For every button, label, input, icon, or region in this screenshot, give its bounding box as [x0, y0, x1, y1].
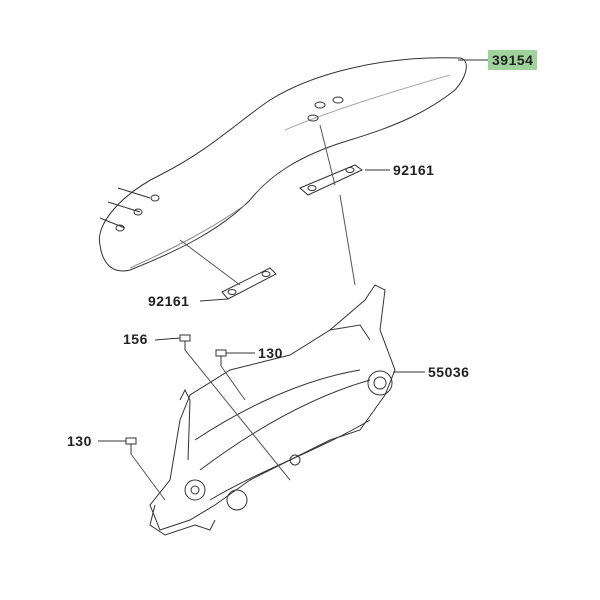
part-label-130-lower[interactable]: 130: [67, 433, 92, 449]
bracket-upper-drawing: [299, 164, 363, 196]
part-label-55036[interactable]: 55036: [428, 364, 470, 380]
part-label-92161-upper[interactable]: 92161: [393, 162, 435, 178]
leader-156: [154, 337, 181, 341]
windshield-drawing: [98, 57, 467, 272]
bolt-156-drawing: [179, 334, 191, 350]
bracket-assembly-drawing: [149, 284, 396, 536]
part-label-92161-lower[interactable]: 92161: [148, 293, 190, 309]
bolt-130-lower-drawing: [125, 437, 137, 454]
bracket-lower-drawing: [221, 267, 277, 300]
part-label-39154[interactable]: 39154: [488, 50, 538, 70]
leader-92161-lower: [199, 298, 229, 302]
part-label-156[interactable]: 156: [123, 331, 148, 347]
part-label-130-upper[interactable]: 130: [258, 345, 283, 361]
bolt-130-upper-drawing: [215, 349, 227, 366]
